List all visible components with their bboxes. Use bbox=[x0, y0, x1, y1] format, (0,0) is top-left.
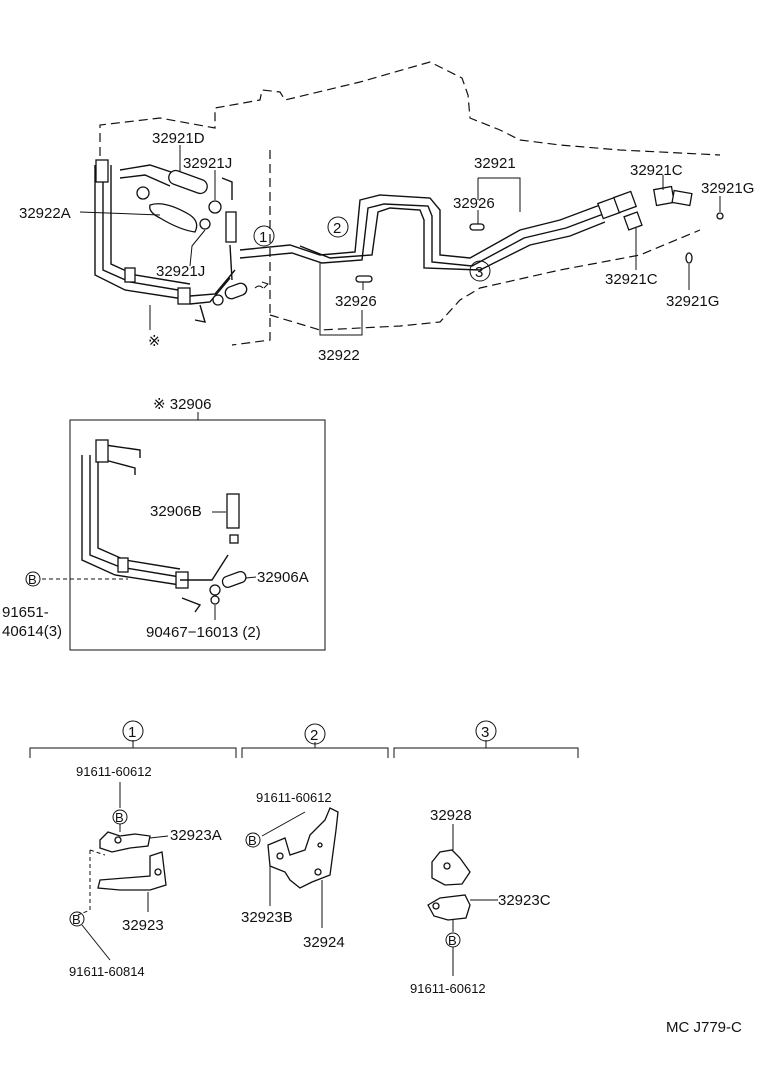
cooler-tube-assembly-top bbox=[94, 159, 236, 323]
parts-right bbox=[355, 185, 724, 283]
label-32923: 32923 bbox=[122, 917, 164, 934]
bolt-marker-s2: B bbox=[248, 833, 257, 848]
label-32926-top: 32926 bbox=[453, 195, 495, 212]
hoses-left bbox=[136, 169, 269, 306]
label-91651: 91651- bbox=[2, 604, 49, 621]
label-s3-91611-60612: 91611-60612 bbox=[410, 981, 486, 996]
label-32906B: 32906B bbox=[150, 503, 202, 520]
circle-marker-3-top: 3 bbox=[475, 264, 483, 281]
bolt-marker-s1-bottom: B bbox=[72, 912, 81, 927]
label-s1-91611-60612: 91611-60612 bbox=[76, 764, 152, 779]
asterisk-marker: ※ bbox=[148, 333, 161, 350]
label-s2-91611-60612: 91611-60612 bbox=[256, 790, 332, 805]
label-32928: 32928 bbox=[430, 807, 472, 824]
circle-marker-1-top: 1 bbox=[259, 229, 267, 246]
circle-marker-2-top: 2 bbox=[333, 220, 341, 237]
label-32921J-bottom: 32921J bbox=[156, 263, 205, 280]
circle-marker-3-section: 3 bbox=[481, 724, 489, 741]
callout-markers-top: 1 2 3 ※ bbox=[148, 216, 491, 350]
label-32922: 32922 bbox=[318, 347, 360, 364]
engine-outline bbox=[99, 61, 721, 346]
circle-marker-2-section: 2 bbox=[310, 727, 318, 744]
section-2-parts: B bbox=[245, 807, 339, 928]
label-32922A: 32922A bbox=[19, 205, 71, 222]
cooler-lines bbox=[239, 190, 638, 271]
label-32924: 32924 bbox=[303, 934, 345, 951]
circle-marker-1-section: 1 bbox=[128, 724, 136, 741]
section-3-parts: B bbox=[427, 824, 498, 976]
label-32926-bottom: 32926 bbox=[335, 293, 377, 310]
label-32921: 32921 bbox=[474, 155, 516, 172]
label-90467: 90467−16013 (2) bbox=[146, 624, 261, 641]
label-32923C: 32923C bbox=[498, 892, 551, 909]
section-brackets: 1 2 3 bbox=[29, 720, 579, 758]
label-s1-91611-60814: 91611-60814 bbox=[69, 964, 145, 979]
label-32923B: 32923B bbox=[241, 909, 293, 926]
label-32921J-top: 32921J bbox=[183, 155, 232, 172]
label-32921D: 32921D bbox=[152, 130, 205, 147]
label-32921G-top: 32921G bbox=[701, 180, 754, 197]
label-32921C-top: 32921C bbox=[630, 162, 683, 179]
label-32906A: 32906A bbox=[257, 569, 309, 586]
label-32921G-bottom: 32921G bbox=[666, 293, 719, 310]
diagram-reference-code: MC J779-C bbox=[666, 1019, 742, 1036]
leaders-top bbox=[79, 145, 721, 336]
subassembly-32906: ※ 32906 B bbox=[25, 396, 326, 651]
label-32923A: 32923A bbox=[170, 827, 222, 844]
bolt-marker-32906: B bbox=[28, 572, 37, 587]
bolt-marker-s1-top: B bbox=[115, 810, 124, 825]
bolt-marker-s3: B bbox=[448, 933, 457, 948]
label-32921C-bottom: 32921C bbox=[605, 271, 658, 288]
label-40614: 40614(3) bbox=[2, 623, 62, 640]
section-1-parts: B B bbox=[69, 782, 169, 961]
label-32906: ※ 32906 bbox=[153, 396, 211, 413]
